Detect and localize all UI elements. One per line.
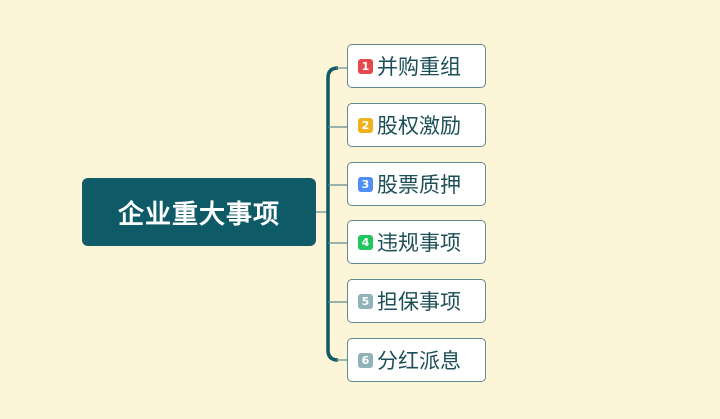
branch-topic-label: 违规事项: [377, 231, 461, 255]
branch-topic-label: 担保事项: [377, 290, 461, 314]
branch-topic-label: 股权激励: [377, 114, 461, 138]
branch-topic-2[interactable]: 2 股权激励: [347, 103, 486, 147]
priority-6-icon: 6: [358, 352, 373, 368]
priority-4-icon: 4: [358, 234, 373, 250]
branch-topic-label: 并购重组: [377, 55, 461, 79]
priority-5-icon: 5: [358, 293, 373, 309]
priority-2-icon: 2: [358, 117, 373, 133]
priority-1-icon: 1: [358, 58, 373, 74]
root-topic[interactable]: 企业重大事项: [82, 178, 316, 246]
branch-topic-5[interactable]: 5 担保事项: [347, 279, 486, 323]
branch-topic-1[interactable]: 1 并购重组: [347, 44, 486, 88]
branch-topic-label: 分红派息: [377, 349, 461, 373]
branch-topic-3[interactable]: 3 股票质押: [347, 162, 486, 206]
branch-topic-6[interactable]: 6 分红派息: [347, 338, 486, 382]
root-topic-label: 企业重大事项: [117, 199, 280, 230]
branch-topic-4[interactable]: 4 违规事项: [347, 220, 486, 264]
branch-topic-label: 股票质押: [377, 173, 461, 197]
priority-3-icon: 3: [358, 176, 373, 192]
